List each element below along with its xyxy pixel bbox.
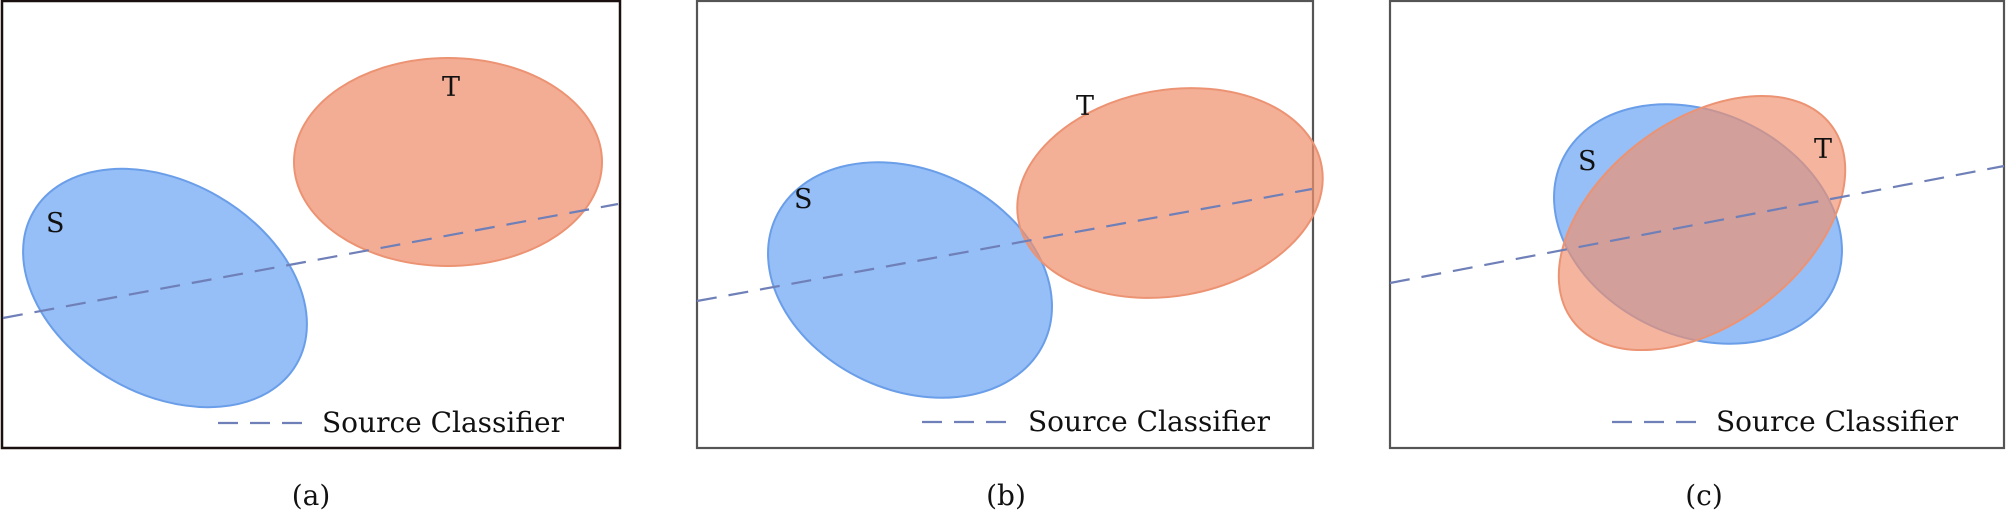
panel-b-target-label: T <box>1076 91 1094 122</box>
panel-c-target-ellipse <box>1557 94 1847 352</box>
panel-c-source-label: S <box>1578 146 1597 177</box>
panel-a-target-label: T <box>442 72 460 103</box>
panel-b-source-label: S <box>794 184 813 215</box>
panel-c-legend-label: Source Classifier <box>1716 405 1959 438</box>
panel-a-caption: (a) <box>292 479 331 512</box>
panel-a-source-label: S <box>46 208 65 239</box>
panel-c-caption: (c) <box>1685 479 1723 512</box>
panel-a-legend-label: Source Classifier <box>322 406 565 439</box>
panel-b-caption: (b) <box>986 479 1026 512</box>
panel-b: S T Source Classifier (b) <box>695 0 1324 512</box>
panel-a-target-ellipse <box>293 57 603 267</box>
panel-c-classifier-line <box>1389 164 2005 285</box>
panel-c-target-label: T <box>1814 134 1832 165</box>
panel-a: S T Source Classifier (a) <box>0 0 622 512</box>
panel-b-source-ellipse <box>767 161 1053 399</box>
panel-a-classifier-line <box>2 202 619 320</box>
panel-c: S T Source Classifier (c) <box>1388 0 2006 512</box>
panel-b-classifier-line <box>696 187 1313 303</box>
panel-b-target-ellipse <box>1016 87 1324 299</box>
panel-b-legend-label: Source Classifier <box>1028 405 1271 438</box>
